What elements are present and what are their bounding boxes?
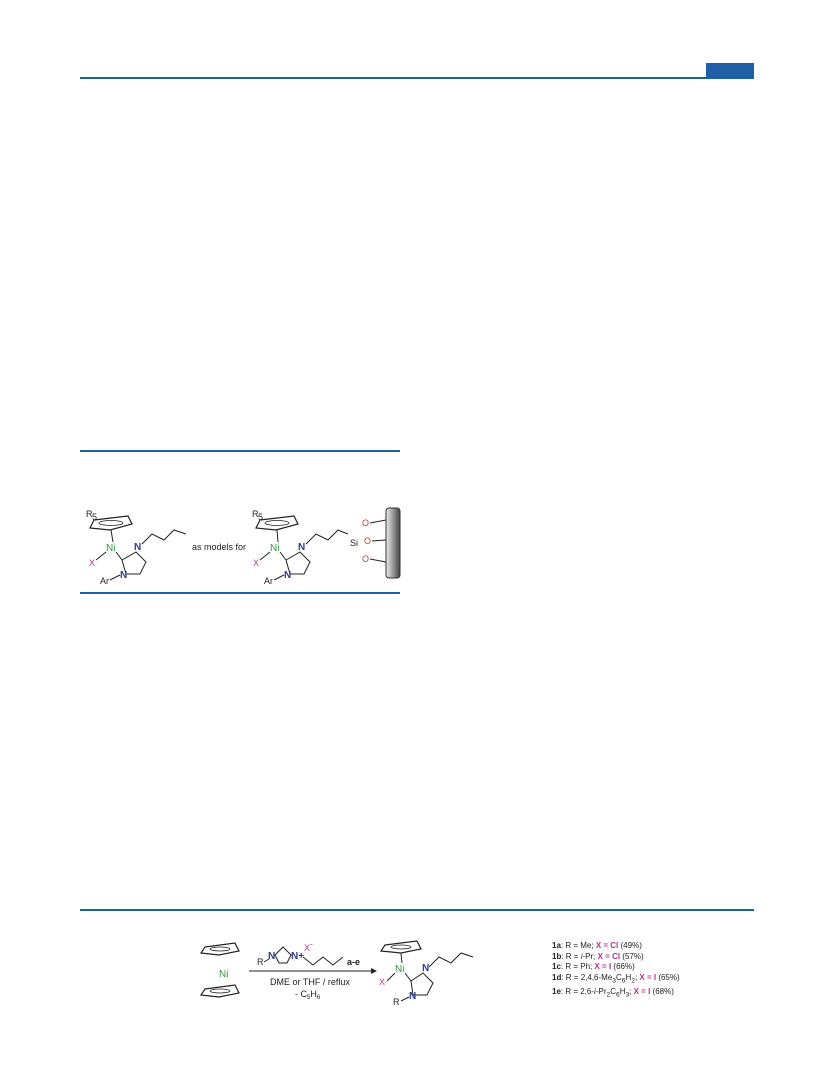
cp-ring-left [89,515,133,531]
scheme-top-rule [80,909,754,911]
compound-legend: 1a: R = Me; X = Cl (49%) 1b: R = i-Pr; X… [552,941,680,1001]
synthesis-scheme: Ni R N N+ X - a-e DME or THF / reflux - … [199,939,474,1007]
legend-row-1a: 1a: R = Me; X = Cl (49%) [552,941,642,950]
conditions-byproduct: - C5H6 [295,989,321,1001]
cp-ring-bottom [199,984,240,998]
conditions-solvent: DME or THF / reflux [270,977,350,987]
oxygen-atom: O [362,518,369,528]
oxygen-atom: O [362,554,369,564]
silica-support [385,507,401,579]
legend-row-1c: 1c: R = Ph; X = I (66%) [552,962,635,971]
nitrogen-atom: N [298,542,305,553]
header-tab [706,63,754,77]
counter-anion: X [304,943,310,953]
legend-row-1b: 1b: R = i-Pr; X = Cl (57%) [552,951,644,961]
nitrogen-atom: N [134,542,141,553]
r-subscript: 5 [258,512,263,522]
figure-top-rule [80,450,400,452]
legend-row-1d: 1d: R = 2,4,6-Me3C6H2; X = I (65%) [552,972,680,985]
oxygen-atom: O [364,536,371,546]
r-label: R [86,509,93,519]
cp-ring-product [379,940,422,954]
nickel-atom: Ni [106,543,115,554]
figure-bottom-rule [80,592,400,594]
reagent-letters: a-e [347,957,360,967]
silicon-atom: Si [350,538,358,548]
nitrogen-cation: N+ [291,951,304,962]
nitrogen-atom: N [268,951,275,962]
cp-ring-right [255,515,299,531]
r-label: R [252,509,259,519]
header-rule [80,77,754,79]
nickel-atom: Ni [395,964,404,975]
cp-ring-top [199,942,240,956]
nitrogen-atom: N [120,570,127,581]
caption-as-models-for: as models for [192,542,246,552]
nickel-atom: Ni [219,969,228,980]
aryl-label: Ar [100,576,109,586]
figure-model-complexes: R 5 Ni X N N Ar as models for R 5 Ni X N… [86,507,401,586]
nitrogen-atom: N [422,963,429,974]
nitrogen-atom: N [284,570,291,581]
nickel-atom: Ni [270,543,279,554]
nitrogen-atom: N [409,991,416,1002]
aryl-label: Ar [264,576,273,586]
anion-charge: - [310,939,313,949]
r-group: R [393,997,400,1007]
halide-x: X [89,558,95,568]
legend-row-1e: 1e: R = 2,6-i-Pr2C6H3; X = I (68%) [552,986,674,999]
halide-x: X [379,977,385,987]
r-group: R [257,957,264,967]
halide-x: X [253,558,259,568]
r-subscript: 5 [92,512,97,522]
